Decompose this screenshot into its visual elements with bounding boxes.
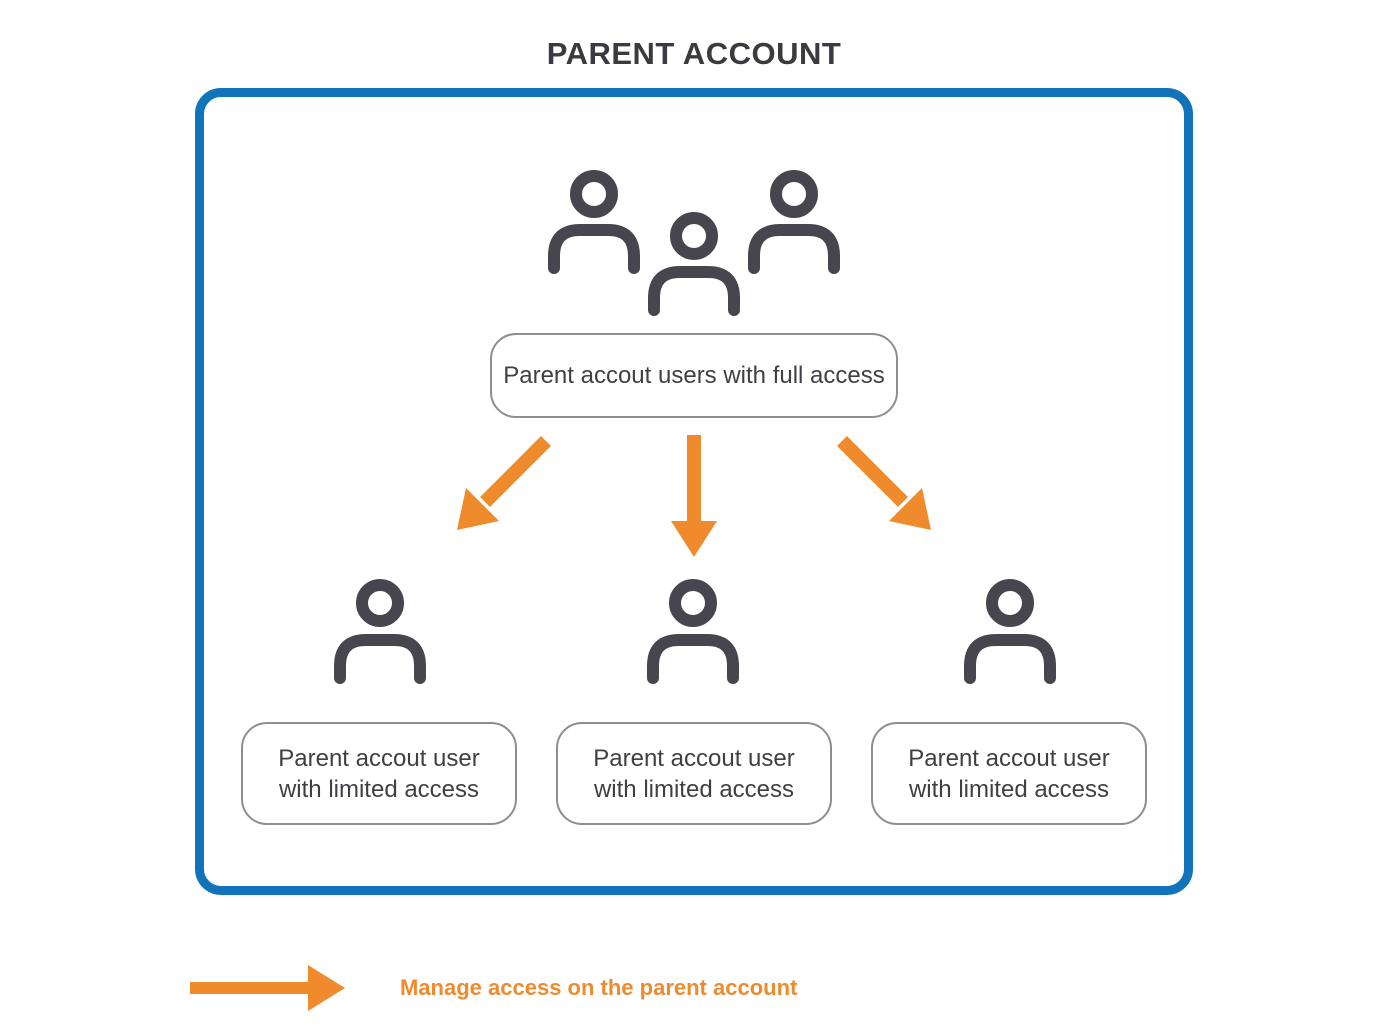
limited-access-box: Parent accout user with limited access bbox=[556, 722, 832, 825]
page-title: PARENT ACCOUNT bbox=[546, 36, 842, 71]
arrow-down-left-icon bbox=[457, 436, 551, 530]
legend-label: Manage access on the parent account bbox=[400, 975, 798, 1000]
limited-access-line1: Parent accout user bbox=[278, 744, 480, 772]
limited-access-line1: Parent accout user bbox=[593, 744, 795, 772]
limited-access-line2: with limited access bbox=[278, 775, 480, 803]
arrow-right-icon bbox=[190, 965, 345, 1011]
single-user-icon bbox=[334, 579, 426, 684]
single-user-icon bbox=[647, 579, 739, 684]
limited-access-line2: with limited access bbox=[908, 775, 1110, 803]
limited-access-line2: with limited access bbox=[593, 775, 795, 803]
full-access-box: Parent accout users with full access bbox=[490, 333, 898, 418]
full-access-label: Parent accout users with full access bbox=[503, 361, 885, 389]
group-users-icon bbox=[548, 170, 840, 316]
limited-access-box: Parent accout user with limited access bbox=[241, 722, 517, 825]
single-user-icon bbox=[964, 579, 1056, 684]
arrow-down-right-icon bbox=[837, 436, 931, 530]
limited-access-line1: Parent accout user bbox=[908, 744, 1110, 772]
limited-access-box: Parent accout user with limited access bbox=[871, 722, 1147, 825]
arrow-down-icon bbox=[671, 435, 717, 557]
